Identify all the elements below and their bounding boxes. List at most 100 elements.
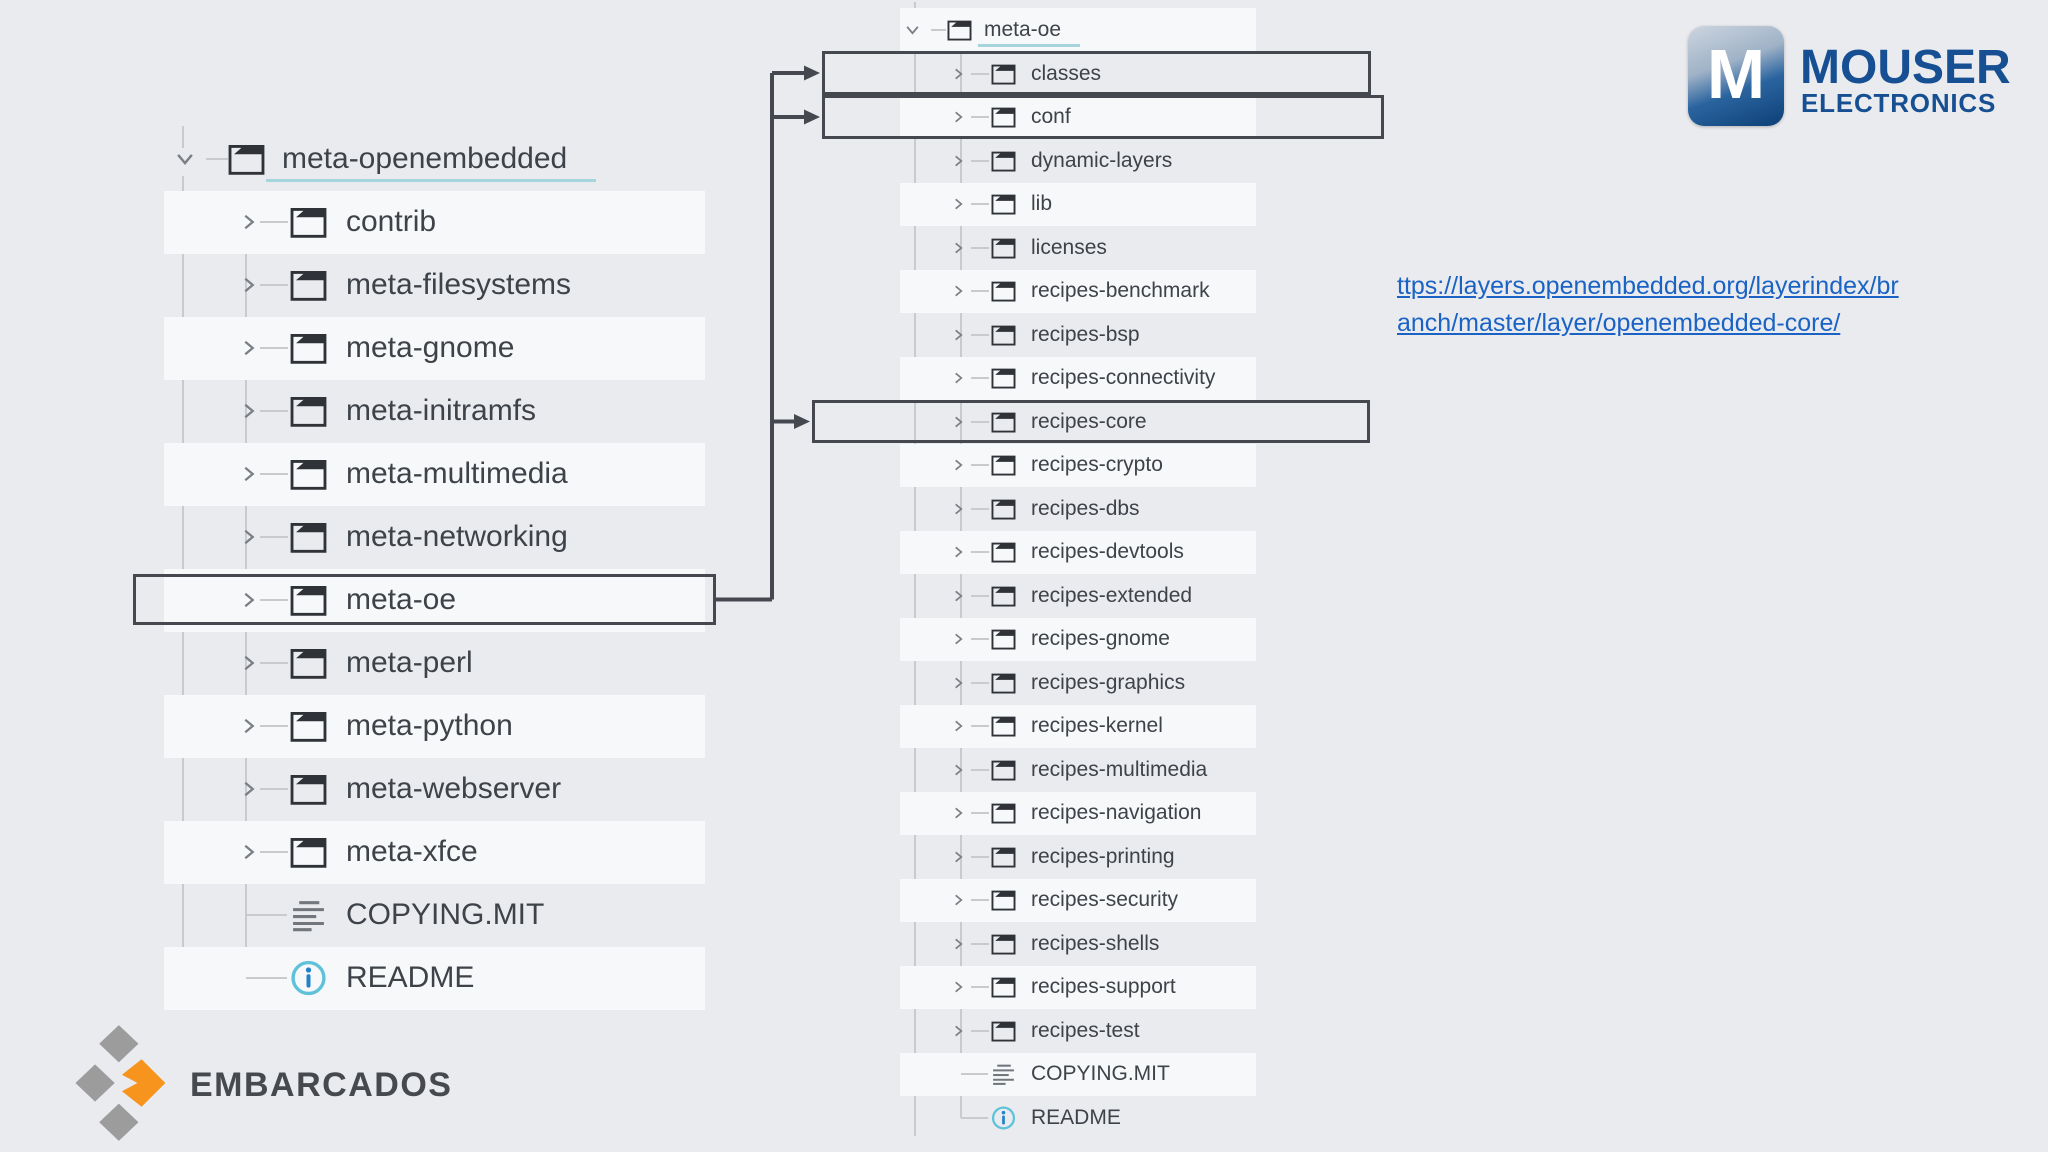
chevron-down-icon[interactable] <box>174 148 196 170</box>
folder-icon <box>990 322 1017 347</box>
tree-item-recipes-devtools[interactable]: recipes-devtools <box>900 530 1256 574</box>
tree-item-label: meta-perl <box>346 646 473 679</box>
chevron-right-icon[interactable] <box>239 338 259 358</box>
tree-branch-dash <box>206 158 228 160</box>
tree-item-README[interactable]: README <box>900 1096 1256 1140</box>
tree-item-recipes-security[interactable]: recipes-security <box>900 878 1256 922</box>
tree-item-meta-webserver[interactable]: meta-webserver <box>164 758 705 821</box>
tree-item-recipes-multimedia[interactable]: recipes-multimedia <box>900 748 1256 792</box>
highlight-box-conf <box>822 95 1384 139</box>
tree-item-meta-filesystems[interactable]: meta-filesystems <box>164 254 705 317</box>
tree-item-recipes-kernel[interactable]: recipes-kernel <box>900 704 1256 748</box>
chevron-right-icon[interactable] <box>951 110 966 125</box>
tree-item-label: COPYING.MIT <box>346 898 545 931</box>
tree-item-label: recipes-benchmark <box>1031 279 1210 303</box>
tree-branch-dash <box>971 812 989 815</box>
tree-item-recipes-core[interactable]: recipes-core <box>900 400 1256 444</box>
chevron-right-icon[interactable] <box>951 588 966 603</box>
chevron-right-icon[interactable] <box>951 66 966 81</box>
chevron-right-icon[interactable] <box>951 849 966 864</box>
chevron-right-icon[interactable] <box>239 653 259 673</box>
chevron-right-icon[interactable] <box>951 327 966 342</box>
tree-branch-dash <box>971 725 989 728</box>
tree-item-label: recipes-graphics <box>1031 670 1186 694</box>
chevron-right-icon[interactable] <box>951 240 966 255</box>
chevron-right-icon[interactable] <box>951 936 966 951</box>
tree-item-lib[interactable]: lib <box>900 182 1256 226</box>
chevron-right-icon[interactable] <box>951 371 966 386</box>
tree-item-meta-openembedded[interactable]: meta-openembedded <box>164 128 705 191</box>
chevron-right-icon[interactable] <box>239 401 259 421</box>
chevron-right-icon[interactable] <box>951 284 966 299</box>
chevron-right-icon[interactable] <box>951 1023 966 1038</box>
tree-item-contrib[interactable]: contrib <box>164 190 705 254</box>
chevron-right-icon[interactable] <box>951 632 966 647</box>
chevron-down-icon[interactable] <box>904 22 921 39</box>
chevron-right-icon[interactable] <box>951 545 966 560</box>
highlight-box-meta-oe <box>133 574 716 625</box>
tree-item-label: COPYING.MIT <box>1031 1062 1170 1086</box>
info-file-icon <box>990 1105 1017 1130</box>
layerindex-link[interactable]: ttps://layers.openembedded.org/layerinde… <box>1397 268 1977 342</box>
tree-item-meta-oe[interactable]: meta-oe <box>900 8 1256 52</box>
tree-item-recipes-dbs[interactable]: recipes-dbs <box>900 487 1256 531</box>
tree-item-recipes-navigation[interactable]: recipes-navigation <box>900 791 1256 835</box>
tree-item-classes[interactable]: classes <box>900 52 1256 96</box>
chevron-right-icon[interactable] <box>239 275 259 295</box>
chevron-right-icon[interactable] <box>239 590 259 610</box>
folder-icon <box>990 409 1017 434</box>
chevron-right-icon[interactable] <box>951 980 966 995</box>
chevron-right-icon[interactable] <box>239 716 259 736</box>
chevron-right-icon[interactable] <box>951 501 966 516</box>
tree-item-licenses[interactable]: licenses <box>900 226 1256 270</box>
folder-icon <box>990 540 1017 565</box>
folder-icon <box>990 1018 1017 1043</box>
folder-icon <box>990 844 1017 869</box>
tree-item-meta-perl[interactable]: meta-perl <box>164 632 705 695</box>
tree-item-recipes-support[interactable]: recipes-support <box>900 965 1256 1009</box>
tree-item-meta-gnome[interactable]: meta-gnome <box>164 316 705 380</box>
chevron-right-icon[interactable] <box>951 197 966 212</box>
tree-item-README[interactable]: README <box>164 946 705 1010</box>
folder-icon <box>990 670 1017 695</box>
tree-item-recipes-benchmark[interactable]: recipes-benchmark <box>900 269 1256 313</box>
tree-item-recipes-extended[interactable]: recipes-extended <box>900 574 1256 618</box>
chevron-right-icon[interactable] <box>239 527 259 547</box>
tree-item-COPYING.MIT[interactable]: COPYING.MIT <box>900 1052 1256 1096</box>
tree-item-meta-multimedia[interactable]: meta-multimedia <box>164 442 705 506</box>
folder-icon <box>990 279 1017 304</box>
tree-item-meta-initramfs[interactable]: meta-initramfs <box>164 380 705 443</box>
tree-item-recipes-printing[interactable]: recipes-printing <box>900 835 1256 879</box>
chevron-right-icon[interactable] <box>239 842 259 862</box>
tree-item-recipes-test[interactable]: recipes-test <box>900 1009 1256 1053</box>
tree-item-dynamic-layers[interactable]: dynamic-layers <box>900 139 1256 183</box>
chevron-right-icon[interactable] <box>951 675 966 690</box>
tree-item-meta-networking[interactable]: meta-networking <box>164 506 705 569</box>
chevron-right-icon[interactable] <box>951 806 966 821</box>
tree-item-recipes-gnome[interactable]: recipes-gnome <box>900 617 1256 661</box>
tree-item-conf[interactable]: conf <box>900 95 1256 139</box>
tree-item-meta-python[interactable]: meta-python <box>164 694 705 758</box>
tree-branch-dash <box>260 221 288 223</box>
chevron-right-icon[interactable] <box>951 458 966 473</box>
chevron-right-icon[interactable] <box>951 414 966 429</box>
tree-item-COPYING.MIT[interactable]: COPYING.MIT <box>164 884 705 947</box>
tree-item-meta-oe[interactable]: meta-oe <box>164 568 705 632</box>
folder-icon <box>990 61 1017 86</box>
tree-item-recipes-shells[interactable]: recipes-shells <box>900 922 1256 966</box>
tree-item-label: meta-initramfs <box>346 394 537 427</box>
tree-item-meta-xfce[interactable]: meta-xfce <box>164 820 705 884</box>
chevron-right-icon[interactable] <box>951 153 966 168</box>
tree-branch-dash <box>260 599 288 601</box>
left-tree-root-stub-line <box>181 126 184 148</box>
chevron-right-icon[interactable] <box>239 464 259 484</box>
chevron-right-icon[interactable] <box>239 212 259 232</box>
chevron-right-icon[interactable] <box>239 779 259 799</box>
chevron-right-icon[interactable] <box>951 719 966 734</box>
chevron-right-icon[interactable] <box>951 893 966 908</box>
chevron-right-icon[interactable] <box>951 762 966 777</box>
tree-item-recipes-graphics[interactable]: recipes-graphics <box>900 661 1256 705</box>
tree-item-recipes-bsp[interactable]: recipes-bsp <box>900 313 1256 357</box>
tree-item-recipes-connectivity[interactable]: recipes-connectivity <box>900 356 1256 400</box>
tree-item-recipes-crypto[interactable]: recipes-crypto <box>900 443 1256 487</box>
